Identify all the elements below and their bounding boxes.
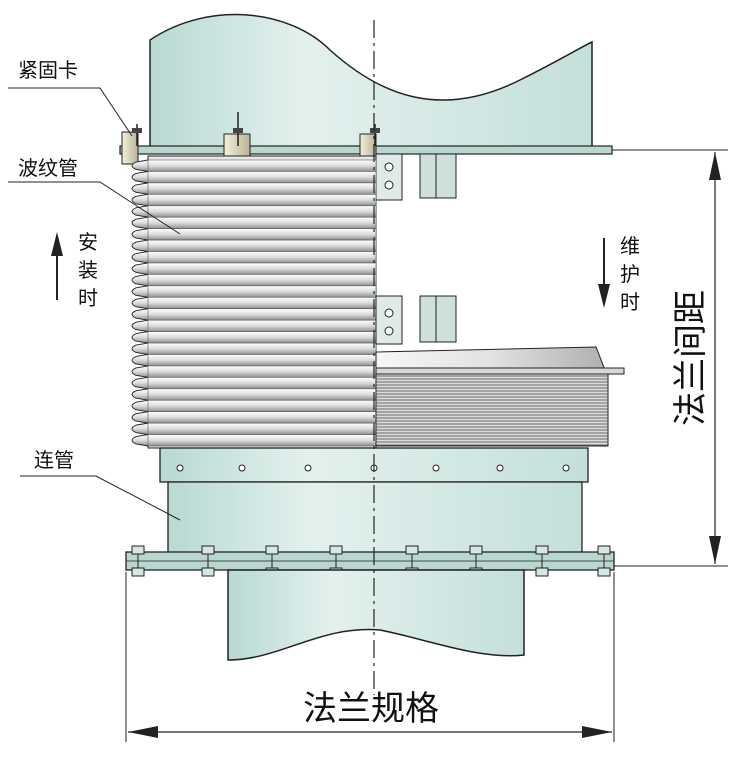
flange-bolt-head xyxy=(405,545,419,555)
bellows-rib xyxy=(147,171,377,184)
install-char-2: 装 xyxy=(78,258,98,282)
bellows-fold xyxy=(131,422,149,436)
flange-bolt-nut xyxy=(535,567,549,577)
bellows-rib xyxy=(147,308,377,321)
bellows-fold xyxy=(131,365,149,378)
bellows-rib xyxy=(147,262,377,275)
bellows-leader xyxy=(8,181,181,235)
upper-pipe xyxy=(149,13,593,149)
bellows-fold xyxy=(131,262,149,275)
bellows-rib xyxy=(147,422,377,435)
maintain-char-3: 时 xyxy=(620,290,640,314)
flange-bolt-head xyxy=(469,545,483,555)
sleeve-bolt xyxy=(304,464,312,472)
compressed-top-plate xyxy=(375,346,606,371)
bellows-rib xyxy=(147,434,377,447)
bellows-left xyxy=(131,155,377,449)
bellows-rib xyxy=(147,319,377,332)
bellows-fold xyxy=(131,216,149,230)
lower-pipe xyxy=(227,569,525,661)
bellows-fold xyxy=(131,205,149,218)
flange-bolt-nut xyxy=(131,567,145,577)
bellows-rib xyxy=(147,274,377,287)
bellows-rib xyxy=(147,239,377,252)
flange-bolt-head xyxy=(265,545,279,555)
bellows-rib xyxy=(147,251,377,264)
sleeve-bolt xyxy=(562,464,570,472)
bellows-rib xyxy=(147,296,377,310)
flange-bolt-nut xyxy=(597,567,611,577)
bellows-rib xyxy=(147,216,377,229)
flange-bolt-nut xyxy=(201,567,215,577)
sleeve-bolt xyxy=(176,464,184,472)
sleeve-bolt xyxy=(432,464,440,472)
bellows-fold xyxy=(131,376,149,390)
label-flange-gap: 法兰间距 xyxy=(671,290,711,426)
sleeve-bolt xyxy=(238,464,246,472)
bellows-fold xyxy=(131,170,149,184)
bellows-rib xyxy=(147,159,377,172)
bellows-fold xyxy=(131,342,149,355)
install-char-3: 时 xyxy=(78,286,98,310)
bellows-rib xyxy=(147,388,377,401)
maintain-char-1: 维 xyxy=(620,234,640,258)
bellows-fold xyxy=(131,331,149,344)
bellows-fold xyxy=(131,296,149,310)
bellows-fold xyxy=(131,411,149,424)
flange-bolt-head xyxy=(201,545,215,555)
bellows-fold xyxy=(131,193,149,207)
label-flange-spec: 法兰规格 xyxy=(303,689,439,729)
bellows-fold xyxy=(131,159,149,172)
bellows-fold xyxy=(131,354,149,367)
bellows-rib xyxy=(147,194,377,207)
bellows-fold xyxy=(131,399,149,413)
label-bellows: 波纹管 xyxy=(18,156,78,180)
flange-bolt-head xyxy=(131,545,145,555)
upper-bracket xyxy=(375,153,457,201)
bellows-rib xyxy=(147,354,377,367)
bellows-rib xyxy=(147,182,377,195)
flange-bolt-head xyxy=(535,545,549,555)
bellows-fold xyxy=(131,434,149,447)
bellows-fold xyxy=(131,319,149,333)
bellows-fold xyxy=(131,273,149,287)
bellows-rib xyxy=(147,377,377,390)
bellows-fold xyxy=(131,251,149,264)
bellows-rib xyxy=(147,411,377,424)
bellows-fold xyxy=(131,239,149,252)
bellows-rib xyxy=(147,331,377,344)
label-connector: 连管 xyxy=(34,448,74,472)
bellows-rib xyxy=(147,342,377,355)
label-clamp: 紧固卡 xyxy=(18,58,78,82)
bellows-rib xyxy=(147,228,377,241)
bellows-fold xyxy=(131,308,149,321)
bellows-rib xyxy=(147,399,377,412)
connector-pipe xyxy=(167,481,583,555)
flange-bolt-head xyxy=(597,545,611,555)
lower-bracket xyxy=(375,295,457,345)
bellows-rib xyxy=(147,365,377,378)
sleeve-bolt xyxy=(496,464,504,472)
bellows-fold xyxy=(131,182,149,195)
bellows-right xyxy=(375,373,609,447)
bellows-fold xyxy=(131,388,149,401)
flange-bolt-head xyxy=(329,545,343,555)
maintain-char-2: 护 xyxy=(620,262,640,286)
compressed-body xyxy=(375,373,609,447)
bellows-fold xyxy=(131,285,149,298)
bellows-rib xyxy=(147,285,377,298)
clamp-leader xyxy=(8,87,133,137)
connector-leader xyxy=(20,475,181,521)
bellows-rib xyxy=(147,205,377,218)
bellows-fold xyxy=(131,228,149,241)
install-char-1: 安 xyxy=(78,230,98,254)
